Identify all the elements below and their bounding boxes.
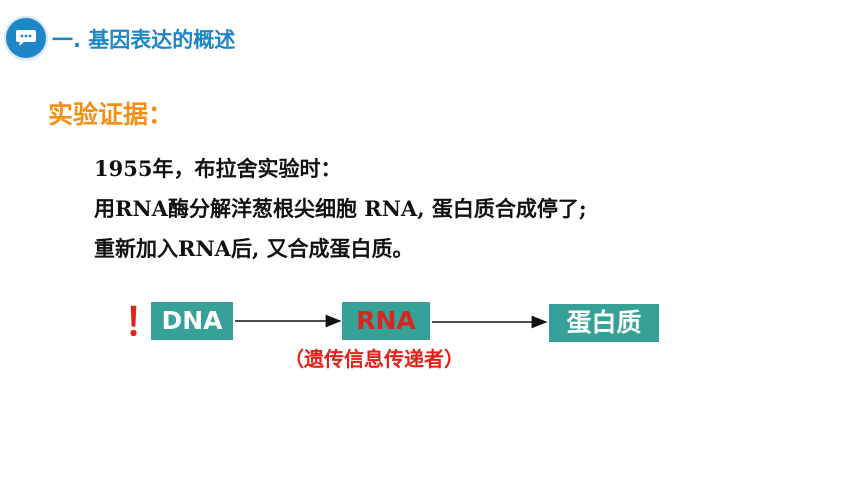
chat-bubble-icon [6, 18, 46, 58]
protein-box: 蛋白质 [549, 304, 659, 342]
dna-box: DNA [151, 302, 233, 340]
experiment-line-1: 1955年，布拉舍实验时： [94, 156, 342, 181]
rna-box: RNA [342, 302, 430, 340]
evidence-heading: 实验证据： [48, 100, 174, 129]
section-title: 一. 基因表达的概述 [52, 28, 236, 52]
rna-role-label: （遗传信息传递者） [284, 347, 464, 371]
experiment-line-3: 重新加入RNA后, 又合成蛋白质。 [94, 236, 414, 261]
experiment-line-2: 用RNA酶分解洋葱根尖细胞 RNA, 蛋白质合成停了; [94, 196, 587, 221]
